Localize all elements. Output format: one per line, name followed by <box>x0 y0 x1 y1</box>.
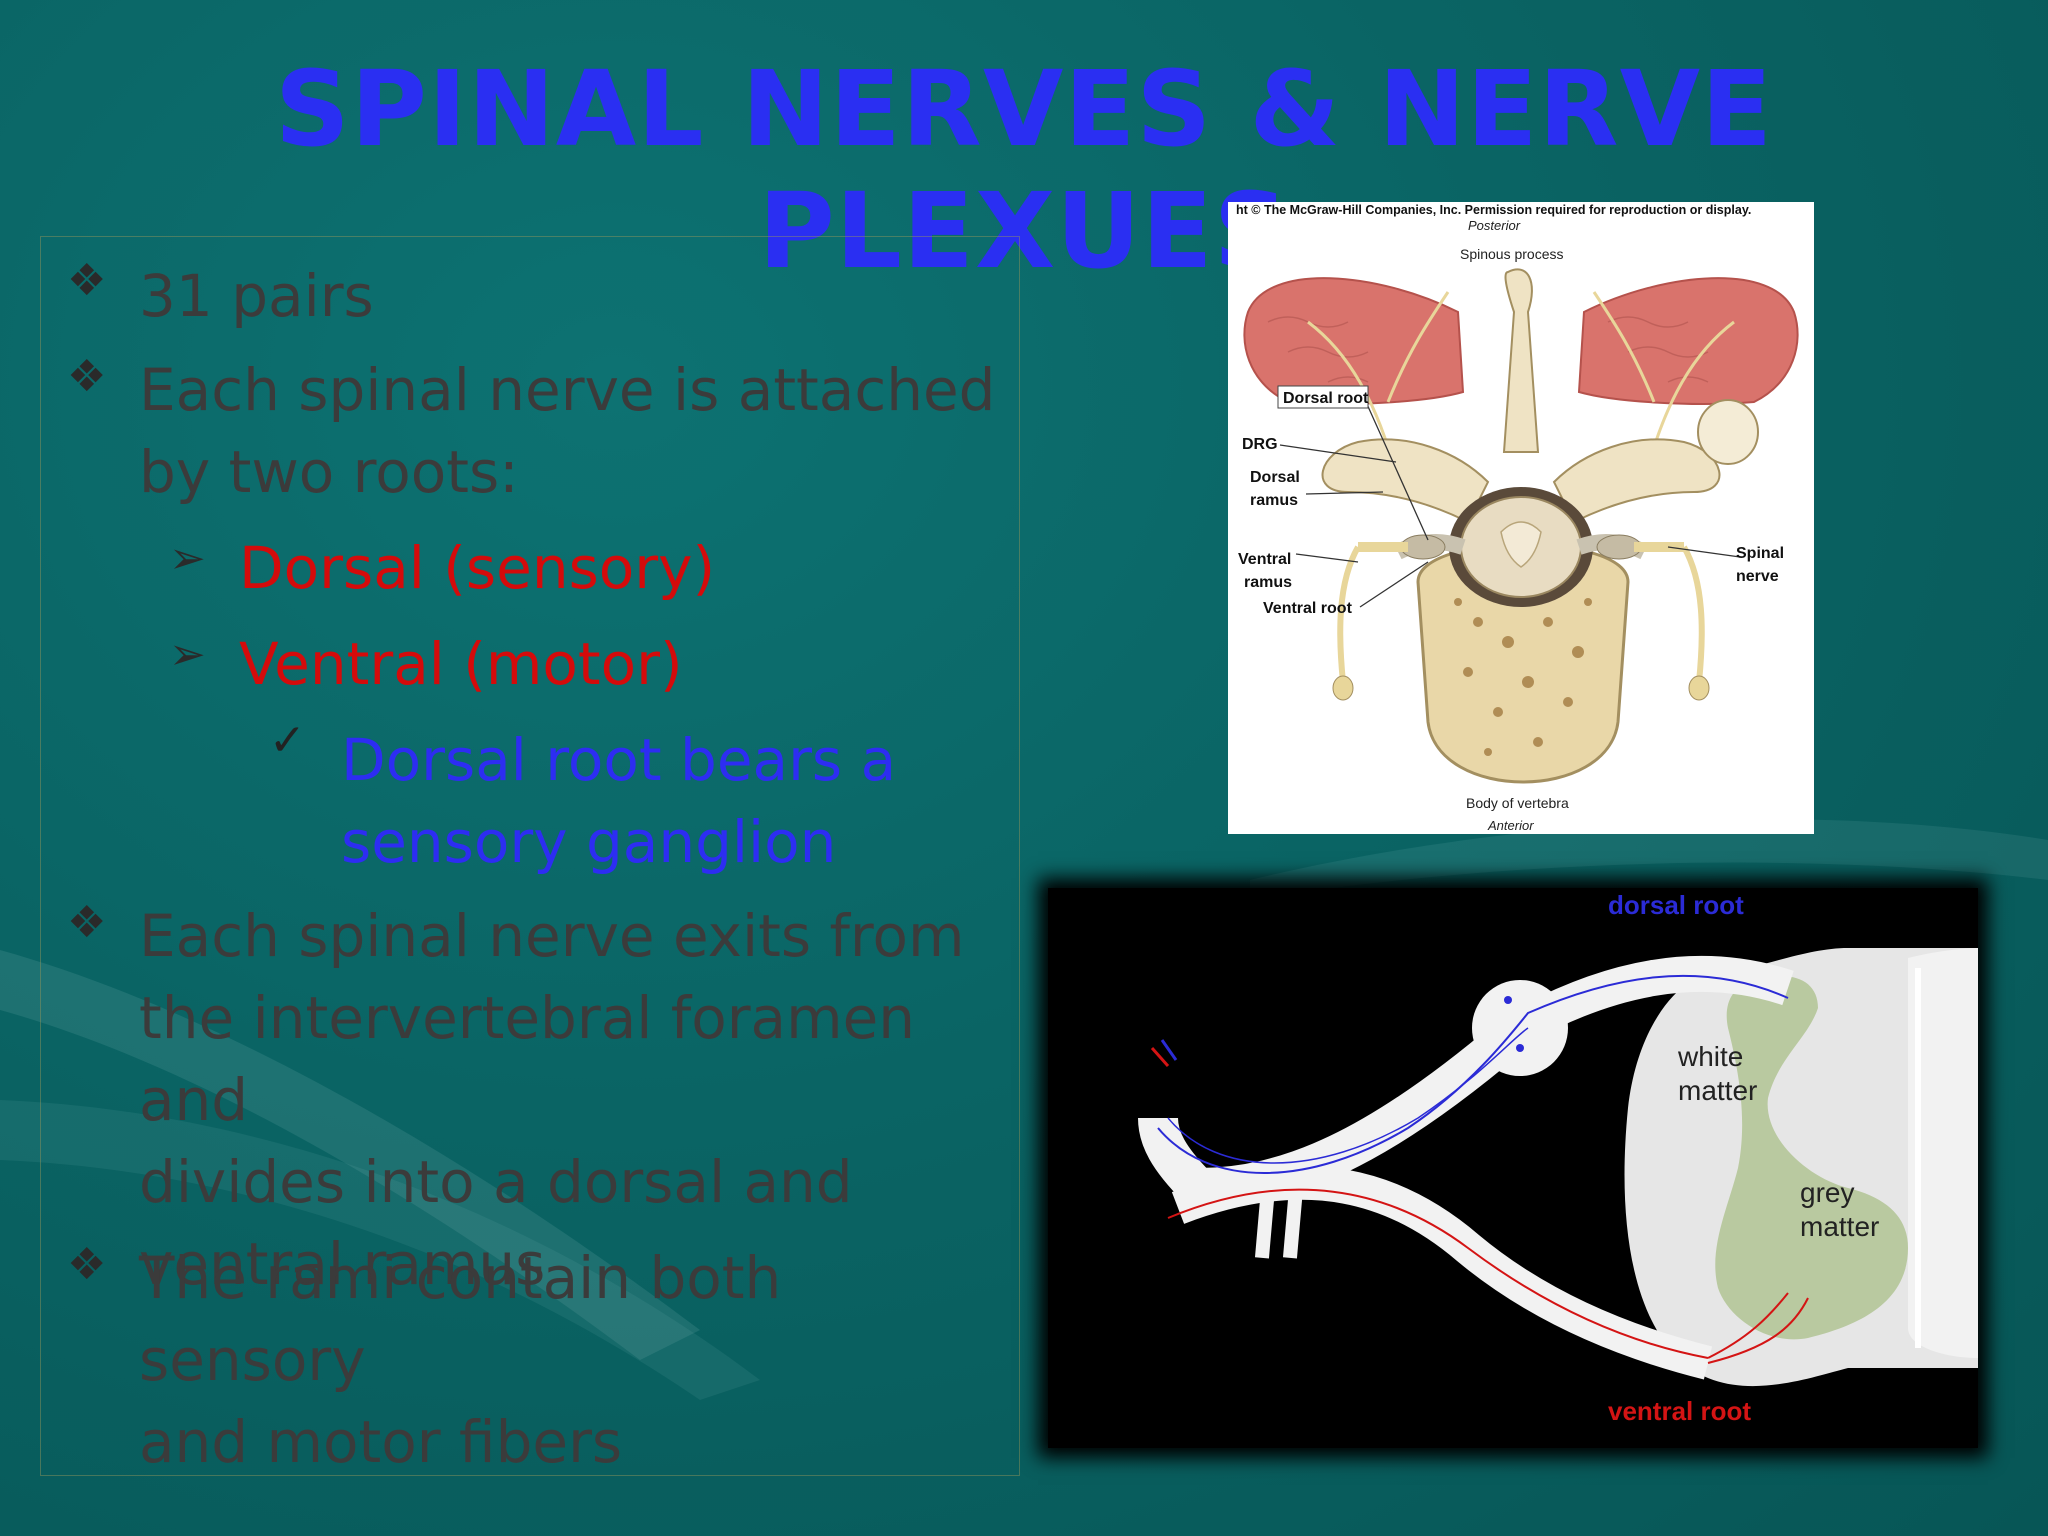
label-anterior: Anterior <box>1487 818 1534 833</box>
label-posterior: Posterior <box>1468 218 1521 233</box>
bullet-line: ventral ramus <box>139 1230 546 1298</box>
bullet-line: Each spinal nerve exits from <box>139 902 965 970</box>
bullet-line: by two roots: <box>139 438 519 506</box>
bullet-item-1: 31 pairs <box>139 255 374 337</box>
bullet-line: sensory ganglion <box>341 808 837 876</box>
arrowhead-bullet-icon: ➢ <box>169 533 206 584</box>
label-dorsal-root: Dorsal root <box>1283 390 1369 407</box>
bullet-line: and motor fibers <box>139 1408 623 1476</box>
sub-bullet-ventral: Ventral (motor) <box>239 623 683 705</box>
bullet-text-box: ❖ 31 pairs ❖ Each spinal nerve is attach… <box>40 236 1020 1476</box>
label-spinal-nerve-line1: Spinal <box>1736 545 1784 562</box>
bullet-line: divides into a dorsal and <box>139 1148 853 1216</box>
sub-bullet-dorsal: Dorsal (sensory) <box>239 527 715 609</box>
diamond-cluster-bullet-icon: ❖ <box>67 351 107 402</box>
figure-copyright: ht © The McGraw-Hill Companies, Inc. Per… <box>1236 203 1751 217</box>
checkmark-bullet-icon: ✓ <box>269 715 306 766</box>
label-white-matter-line1: white <box>1677 1041 1743 1072</box>
bullet-line: The rami contain both sensory <box>139 1244 782 1394</box>
label-spinal-nerve-line2: nerve <box>1736 568 1779 585</box>
label-grey-matter-line1: grey <box>1800 1177 1854 1208</box>
bullet-line: Ventral (motor) <box>239 630 683 698</box>
diamond-cluster-bullet-icon: ❖ <box>67 255 107 306</box>
label-dorsal-ramus-line1: Dorsal <box>1250 469 1300 486</box>
sub-sub-bullet-ganglion: Dorsal root bears a sensory ganglion <box>341 719 896 883</box>
bullet-line: Each spinal nerve is attached <box>139 356 996 424</box>
label-dorsal-ramus-line2: ramus <box>1250 492 1298 509</box>
diamond-cluster-bullet-icon: ❖ <box>67 897 107 948</box>
bullet-item-4: The rami contain both sensory and motor … <box>139 1237 1019 1483</box>
label-grey-matter-line2: matter <box>1800 1211 1879 1242</box>
bullet-item-2: Each spinal nerve is attached by two roo… <box>139 349 996 513</box>
spinal-root-schematic-figure: dorsal root white matter grey matter ven… <box>1048 888 1978 1448</box>
diamond-cluster-bullet-icon: ❖ <box>67 1239 107 1290</box>
label-ventral-root-schematic: ventral root <box>1608 1396 1751 1426</box>
label-ventral-ramus-line1: Ventral <box>1238 551 1291 568</box>
label-drg: DRG <box>1242 436 1278 453</box>
label-ventral-root: Ventral root <box>1263 600 1353 617</box>
vertebra-cross-section-figure: ht © The McGraw-Hill Companies, Inc. Per… <box>1228 202 1814 834</box>
bullet-line: Dorsal (sensory) <box>239 534 716 602</box>
label-dorsal-root-schematic: dorsal root <box>1608 890 1744 920</box>
label-body-of-vertebra: Body of vertebra <box>1466 795 1569 811</box>
slide-title: SPINAL NERVES & NERVE PLEXUES <box>274 48 1774 292</box>
label-spinous-process: Spinous process <box>1460 246 1564 262</box>
bullet-item-3: Each spinal nerve exits from the interve… <box>139 895 1019 1305</box>
arrowhead-bullet-icon: ➢ <box>169 629 206 680</box>
label-ventral-ramus-line2: ramus <box>1244 574 1292 591</box>
label-white-matter-line2: matter <box>1678 1075 1757 1106</box>
bullet-line: the intervertebral foramen and <box>139 984 916 1134</box>
bullet-line: 31 pairs <box>139 262 374 330</box>
bullet-line: Dorsal root bears a <box>341 726 897 794</box>
